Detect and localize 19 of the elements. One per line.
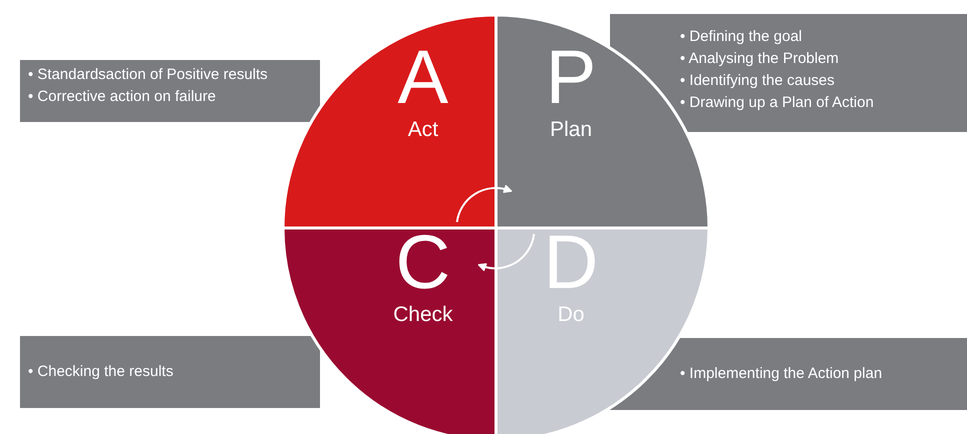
- bullet-item: • Drawing up a Plan of Action: [680, 93, 874, 113]
- bullet-item: • Identifying the causes: [680, 71, 835, 91]
- info-panel: [20, 60, 320, 122]
- bullet-item: • Analysing the Problem: [680, 49, 839, 69]
- cycle-arrow: [478, 234, 535, 272]
- info-panel: [610, 14, 967, 132]
- phase-letter: P: [544, 38, 598, 118]
- bullet-item: • Corrective action on failure: [28, 87, 216, 107]
- phase-letter: A: [396, 38, 450, 118]
- bullet-item: • Defining the goal: [680, 27, 802, 47]
- phase-name: Act: [406, 118, 440, 142]
- cycle-arrow: [456, 184, 512, 222]
- phase-name: Plan: [548, 118, 594, 142]
- bullet-item: • Standardsaction of Positive results: [28, 65, 268, 85]
- bullet-item: • Checking the results: [28, 362, 174, 382]
- bullet-item: • Implementing the Action plan: [680, 364, 882, 384]
- info-panel: [20, 336, 320, 408]
- phase-letter: C: [394, 223, 452, 303]
- phase-name: Check: [392, 303, 454, 327]
